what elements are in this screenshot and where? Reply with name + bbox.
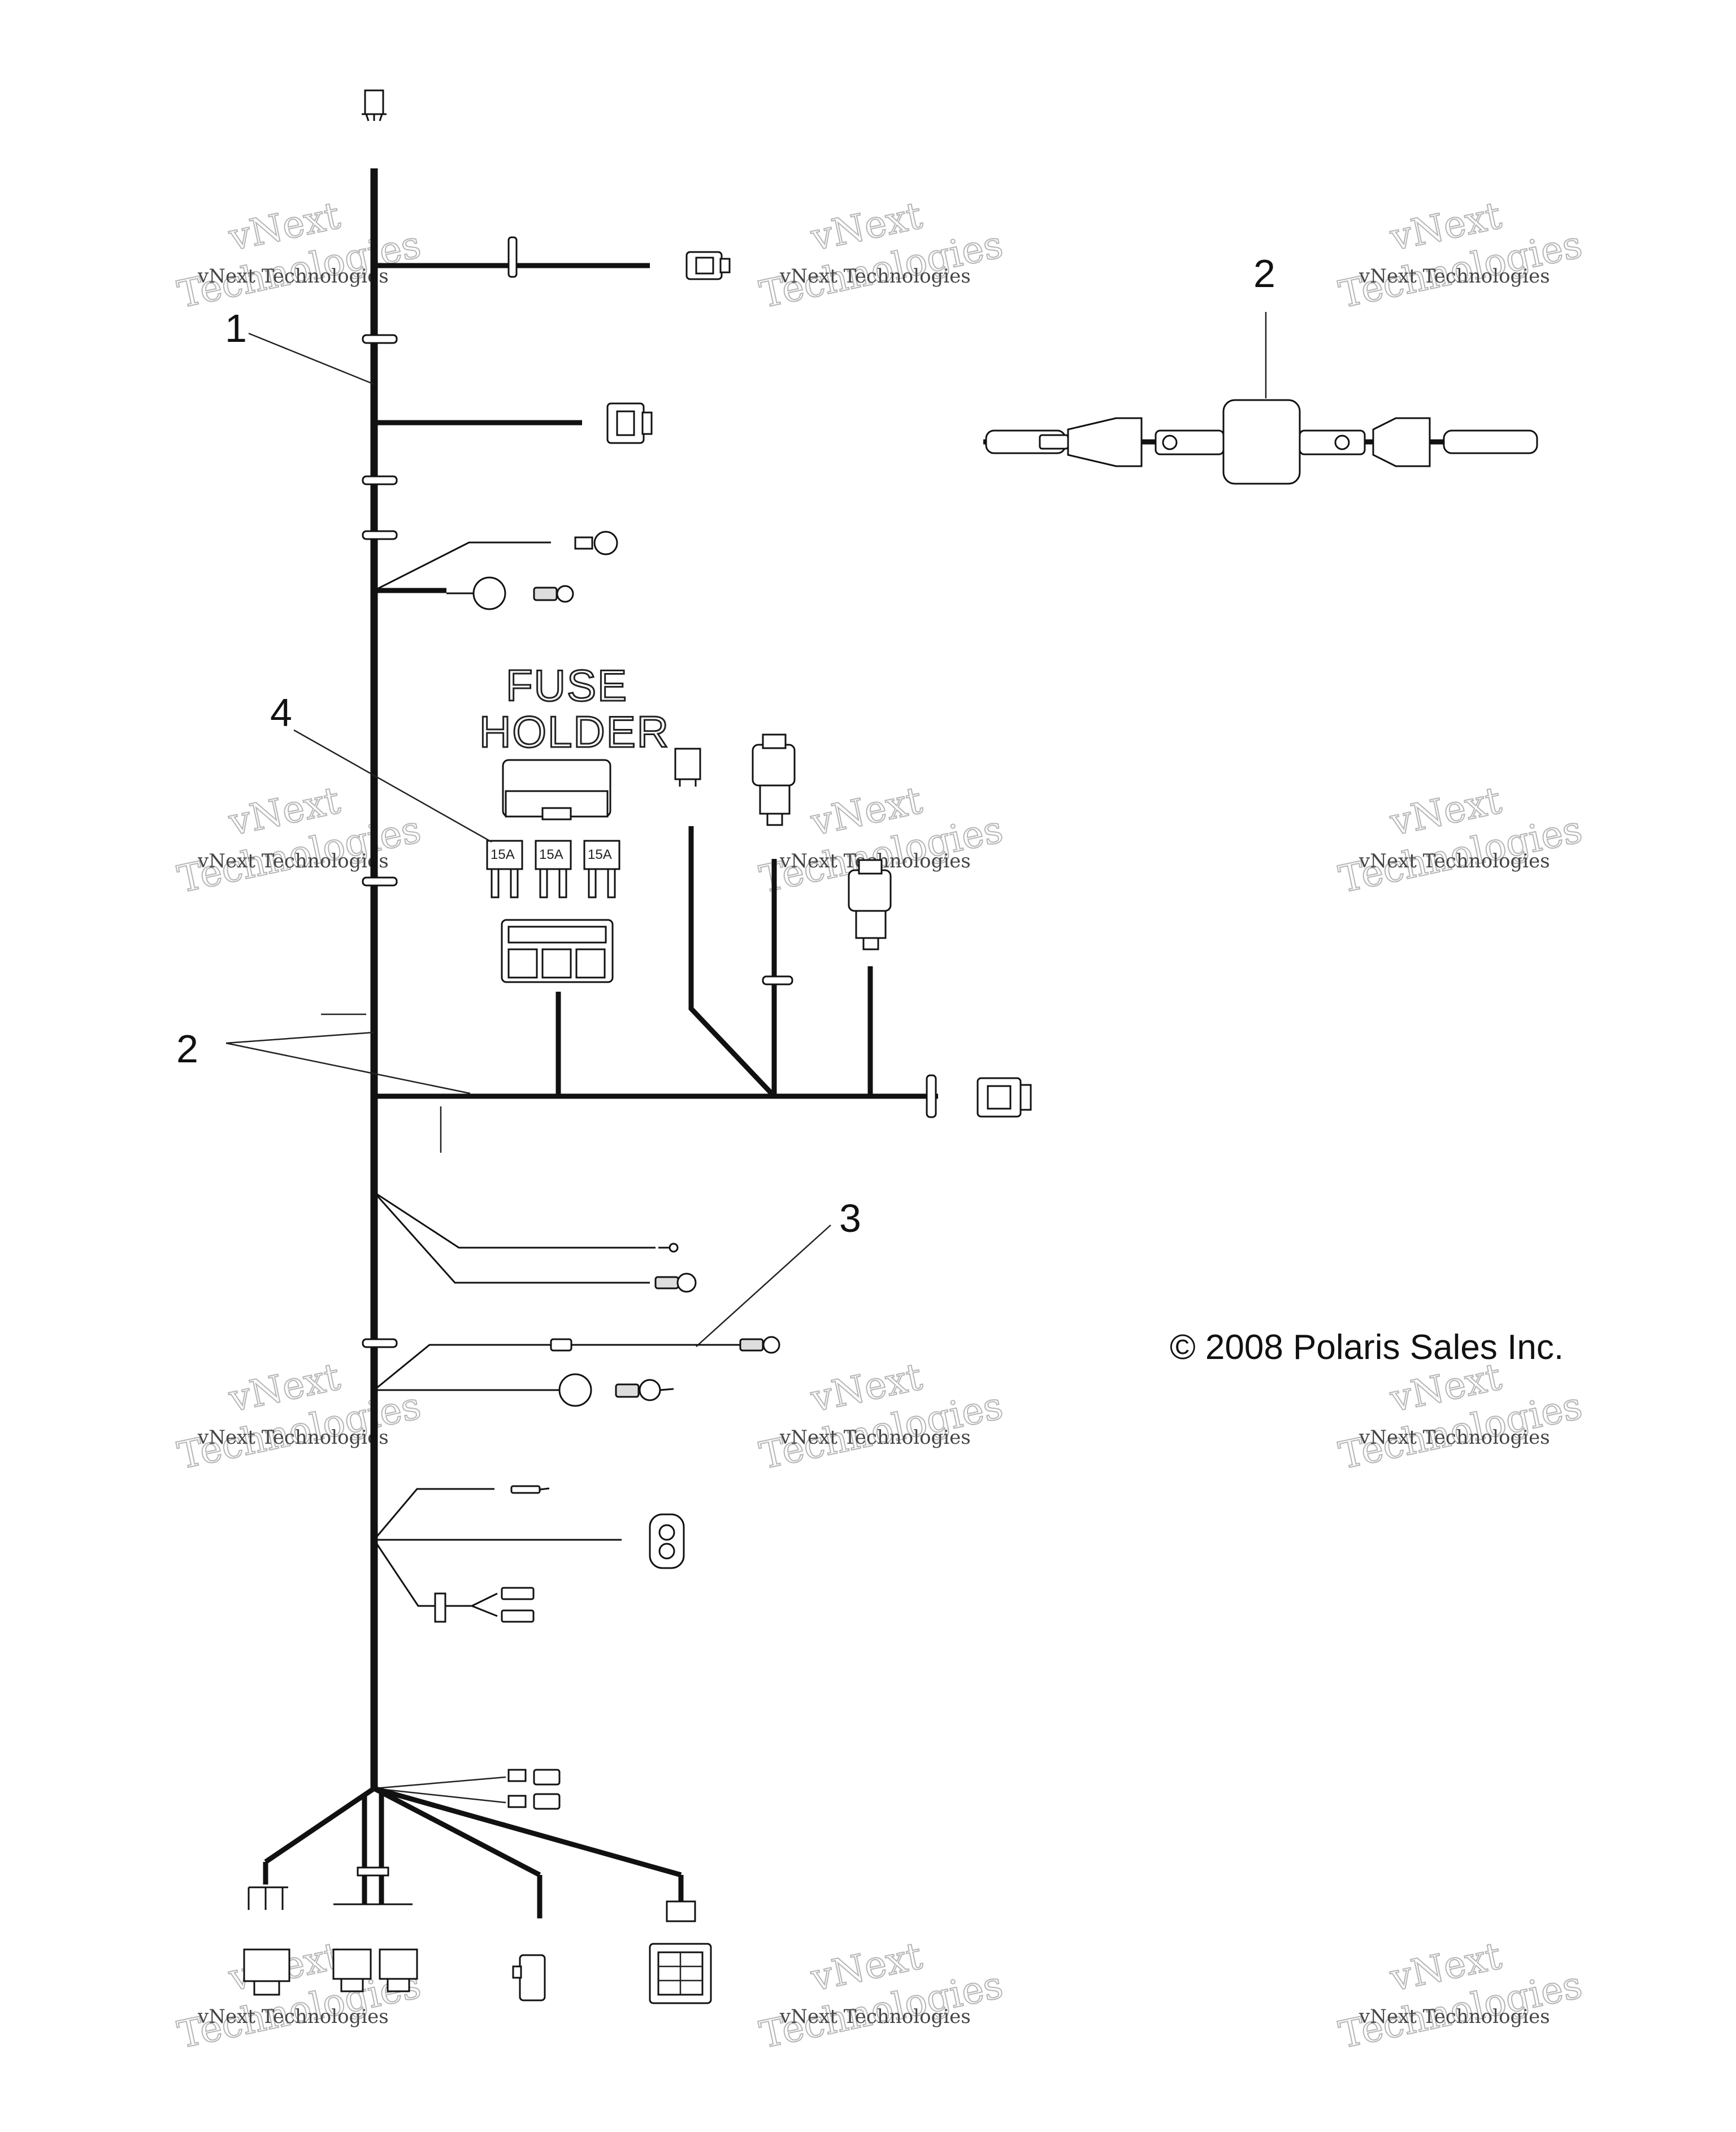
fuse-rating: 15A xyxy=(539,847,563,862)
pin-terminal-icon xyxy=(658,1243,679,1253)
inline-clip xyxy=(926,1074,937,1118)
callout-2-right: 2 xyxy=(1253,251,1275,296)
fuse-icon xyxy=(486,840,523,870)
ring-terminal-icon xyxy=(615,1379,674,1401)
fuse-holder-cover xyxy=(502,759,611,820)
fuse-icon xyxy=(583,840,620,870)
fuse-rating: 15A xyxy=(491,847,515,862)
svg-text:vNext Technologies: vNext Technologies xyxy=(779,265,971,288)
svg-text:vNext Technologies: vNext Technologies xyxy=(197,1426,389,1449)
ground-wire xyxy=(374,1344,740,1391)
copyright-notice: © 2008 Polaris Sales Inc. xyxy=(1170,1328,1564,1367)
fuse-holder-title-line1: FUSE xyxy=(506,661,628,710)
inline-clip xyxy=(434,1592,446,1623)
callout-1: 1 xyxy=(225,306,247,350)
trunk-clips xyxy=(362,334,398,1348)
callout-3: 3 xyxy=(839,1196,861,1240)
fuse-icon xyxy=(535,840,572,870)
leader-4 xyxy=(293,729,492,843)
leader-2a xyxy=(225,1031,375,1044)
spade-terminal-icon xyxy=(510,1485,550,1494)
leader-1 xyxy=(248,332,375,385)
inline-clip xyxy=(507,236,518,278)
svg-text:vNext Technologies: vNext Technologies xyxy=(1359,1426,1550,1449)
ground-wire xyxy=(374,541,551,592)
leader-3 xyxy=(696,1225,831,1347)
sensor-wire xyxy=(374,1191,656,1249)
fuse-rating: 15A xyxy=(588,847,612,862)
relay-connector-icon xyxy=(752,733,796,826)
fuse-holder-title-line2: HOLDER xyxy=(479,707,670,757)
svg-text:vNext Technologies: vNext Technologies xyxy=(1359,2005,1550,2028)
ring-terminal-icon xyxy=(739,1336,780,1354)
top-connector-icon xyxy=(362,89,387,121)
callout-2-left: 2 xyxy=(176,1027,198,1071)
connector-plug-icon xyxy=(606,402,653,444)
multi-pin-connector-icon xyxy=(243,1886,290,1996)
connector-plug-icon xyxy=(976,1077,1032,1118)
fuse-set: 15A 15A 15A xyxy=(486,840,620,898)
svg-text:vNext Technologies: vNext Technologies xyxy=(197,2005,389,2028)
callout-4: 4 xyxy=(270,691,292,735)
multi-pin-connector-icon xyxy=(332,1903,418,1992)
relay-assembly-2 xyxy=(983,399,1538,485)
connector-plug-icon xyxy=(685,251,731,280)
ring-terminal-icon xyxy=(558,1373,592,1407)
ring-terminal-icon xyxy=(574,531,618,555)
ring-terminal-icon xyxy=(472,576,506,610)
svg-text:vNext Technologies: vNext Technologies xyxy=(779,2005,971,2028)
ring-terminal-icon xyxy=(533,585,574,603)
switch-wire xyxy=(373,1488,494,1540)
sensor-connector-icon xyxy=(649,1513,685,1569)
multi-pin-connector-icon xyxy=(512,1954,546,2001)
connector-plug-icon xyxy=(674,748,701,787)
inline-clip xyxy=(550,1338,572,1352)
svg-text:vNext Technologies: vNext Technologies xyxy=(197,850,389,872)
bottom-harness-fanout xyxy=(263,1769,684,1918)
svg-text:vNext Technologies: vNext Technologies xyxy=(1359,265,1550,288)
svg-text:vNext Technologies: vNext Technologies xyxy=(197,265,389,288)
multi-pin-connector-icon xyxy=(649,1900,712,2004)
sensor-wire xyxy=(373,1192,650,1284)
svg-text:vNext Technologies: vNext Technologies xyxy=(779,1426,971,1449)
switch-wire xyxy=(373,1539,472,1607)
leader-2b xyxy=(225,1042,471,1095)
relay-connector-icon xyxy=(848,859,892,950)
spade-terminal-icon xyxy=(471,1587,535,1623)
inline-clip xyxy=(762,975,793,985)
fuse-holder-base xyxy=(501,919,614,983)
svg-text:vNext Technologies: vNext Technologies xyxy=(1359,850,1550,872)
ring-terminal-icon xyxy=(654,1273,697,1293)
